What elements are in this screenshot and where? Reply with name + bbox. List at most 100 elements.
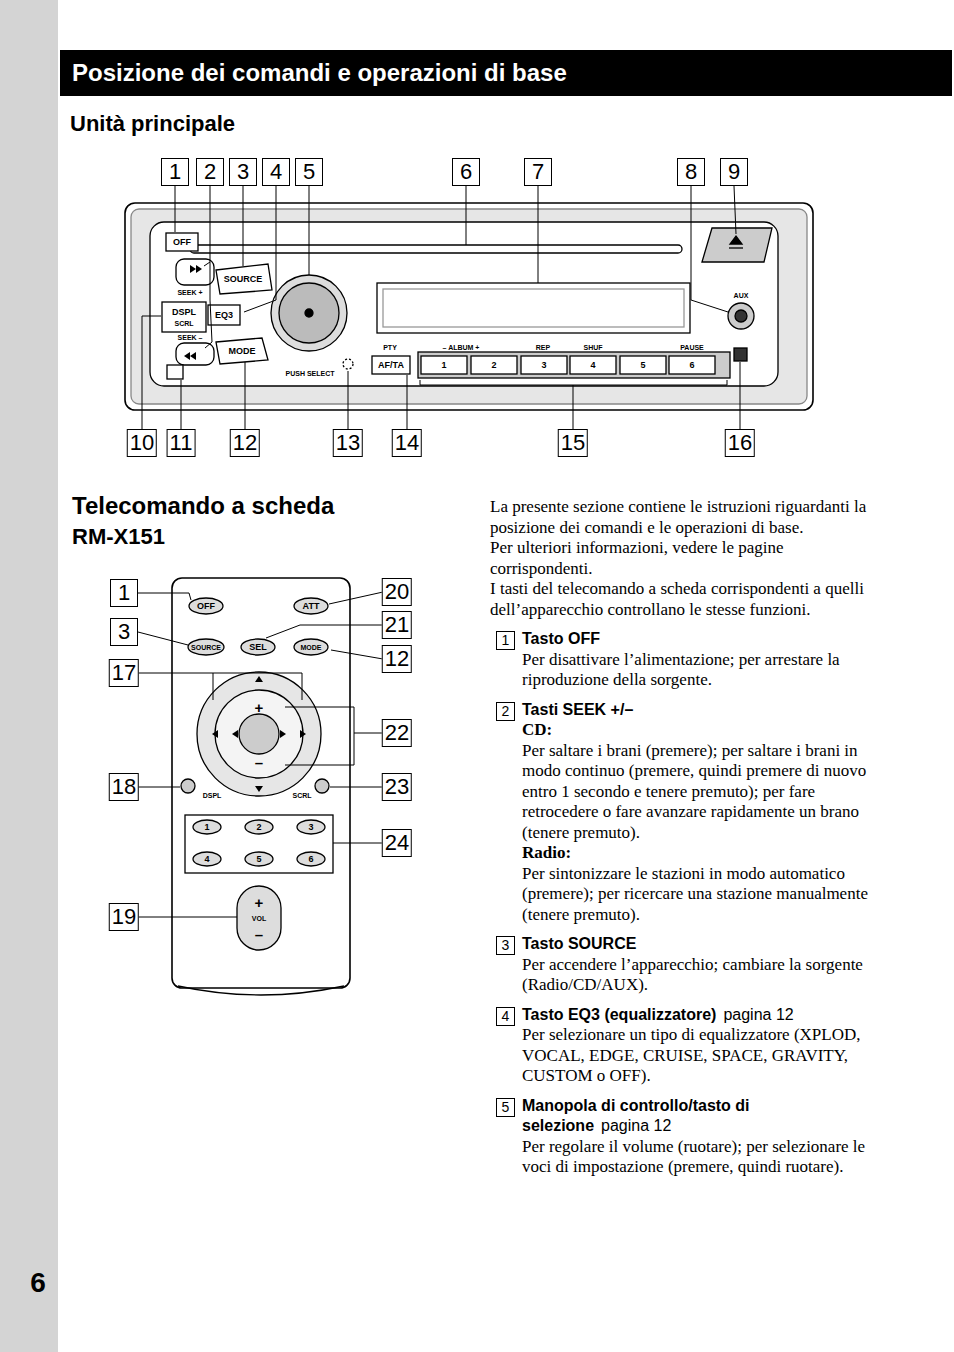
callout-number: 21 [382,611,412,639]
button-label: OFF [197,602,215,611]
item-heading-line: Manopola di controllo/tasto di selezione… [522,1096,868,1137]
button-symbol: + [255,895,264,910]
button-label: 4 [590,361,595,370]
callout-number: 2 [196,158,224,186]
button-label: SEEK – [178,334,203,341]
head-unit-leaders [142,186,740,429]
paragraph: La presente sezione contiene le istruzio… [490,497,868,538]
button-label: MODE [301,644,322,651]
item-body: Per regolare il volume (ruotare); per se… [522,1137,868,1178]
item-number: 3 [496,936,515,955]
button-label: 6 [689,361,694,370]
callout-number: 6 [452,158,480,186]
callout-number: 23 [382,773,412,801]
button-label: OFF [173,238,191,247]
button-label: AUX [734,292,749,299]
item-body: Per sintonizzare le stazioni in modo aut… [522,864,868,926]
section-heading: Unità principale [70,113,235,135]
button-label: PAUSE [680,344,704,351]
callout-number: 22 [382,719,412,747]
list-item: 3 Tasto SOURCE Per accendere l’apparecchio… [490,934,868,996]
paragraph: I tasti del telecomando a scheda corrisp… [490,579,868,620]
button-label: 5 [640,361,645,370]
button-label: 5 [256,855,261,864]
item-number: 5 [496,1098,515,1117]
callout-number: 16 [725,429,755,457]
item-number: 1 [496,631,515,650]
button-label: 3 [308,823,313,832]
item-heading: Tasti SEEK +/– [522,701,633,718]
item-body: Per selezionare un tipo di equalizzatore… [522,1025,868,1087]
callout-number: 9 [720,158,748,186]
callout-number: 10 [127,429,157,457]
page-reference: pagina 12 [723,1006,793,1023]
button-label: SEL [249,643,267,652]
button-label: DSPL [172,308,196,317]
list-item: 4 Tasto EQ3 (equalizzatore) pagina 12 Per s… [490,1005,868,1087]
button-label: 2 [491,361,496,370]
callout-number: 12 [382,645,412,673]
item-number: 2 [496,702,515,721]
callout-number: 8 [677,158,705,186]
callout-number: 4 [262,158,290,186]
item-heading-line: Tasti SEEK +/– [522,700,868,721]
button-label: PUSH SELECT [285,370,334,377]
list-item: 5 Manopola di controllo/tasto di selezion… [490,1096,868,1178]
callout-number: 24 [382,829,412,857]
button-label: 2 [256,823,261,832]
page-reference: pagina 12 [601,1117,671,1134]
button-label: 3 [541,361,546,370]
button-symbol: + [255,700,264,715]
button-label: 1 [204,823,209,832]
subheading: CD: [522,720,868,741]
button-label: SOURCE [224,275,263,284]
button-label: – ALBUM + [443,344,480,351]
button-symbol: – [255,927,263,942]
callout-number: 11 [167,429,196,457]
callout-number: 1 [110,579,138,607]
callout-number: 13 [333,429,363,457]
button-label: SOURCE [191,644,221,651]
callout-number: 12 [230,429,260,457]
button-label: MODE [229,347,256,356]
callout-number: 1 [161,158,189,186]
callout-number: 5 [295,158,323,186]
button-label: SHUF [583,344,602,351]
callout-number: 19 [109,903,139,931]
callout-number: 17 [109,659,139,687]
item-body: Per saltare i brani (premere); per salta… [522,741,868,844]
callout-number: 3 [229,158,257,186]
button-label: EQ3 [215,311,233,320]
button-label: ATT [303,602,320,611]
button-label: DSPL [203,792,222,799]
subheading: Radio: [522,843,868,864]
item-body: Per accendere l’apparecchio; cambiare la… [522,955,868,996]
button-symbol: – [255,755,263,770]
button-label: SEEK + [177,289,202,296]
list-item: 2 Tasti SEEK +/– CD:Per saltare i brani (p… [490,700,868,926]
button-label: 4 [204,855,209,864]
button-label: AF/TA [378,361,404,370]
text-column: La presente sezione contiene le istruzio… [490,497,868,1178]
callout-number: 15 [558,429,588,457]
button-label: 1 [441,361,446,370]
item-heading: Tasto EQ3 (equalizzatore) [522,1006,716,1023]
button-label: SCRL [292,792,311,799]
item-heading-line: Tasto EQ3 (equalizzatore) pagina 12 [522,1005,868,1026]
item-heading: Tasto SOURCE [522,935,636,952]
side-strip [0,0,58,1352]
page-number: 6 [30,1269,46,1297]
item-number: 4 [496,1007,515,1026]
callout-number: 7 [524,158,552,186]
item-heading-line: Tasto OFF [522,629,868,650]
item-heading-line: Tasto SOURCE [522,934,868,955]
page-title: Posizione dei comandi e operazioni di ba… [60,50,952,96]
section-heading: Telecomando a scheda [72,494,334,518]
remote [172,578,350,995]
button-label: VOL [252,915,266,922]
remote-leaders [138,592,383,917]
button-label: PTY [383,344,397,351]
callout-number: 20 [382,578,412,606]
paragraph: Per ulteriori informazioni, vedere le pa… [490,538,868,579]
